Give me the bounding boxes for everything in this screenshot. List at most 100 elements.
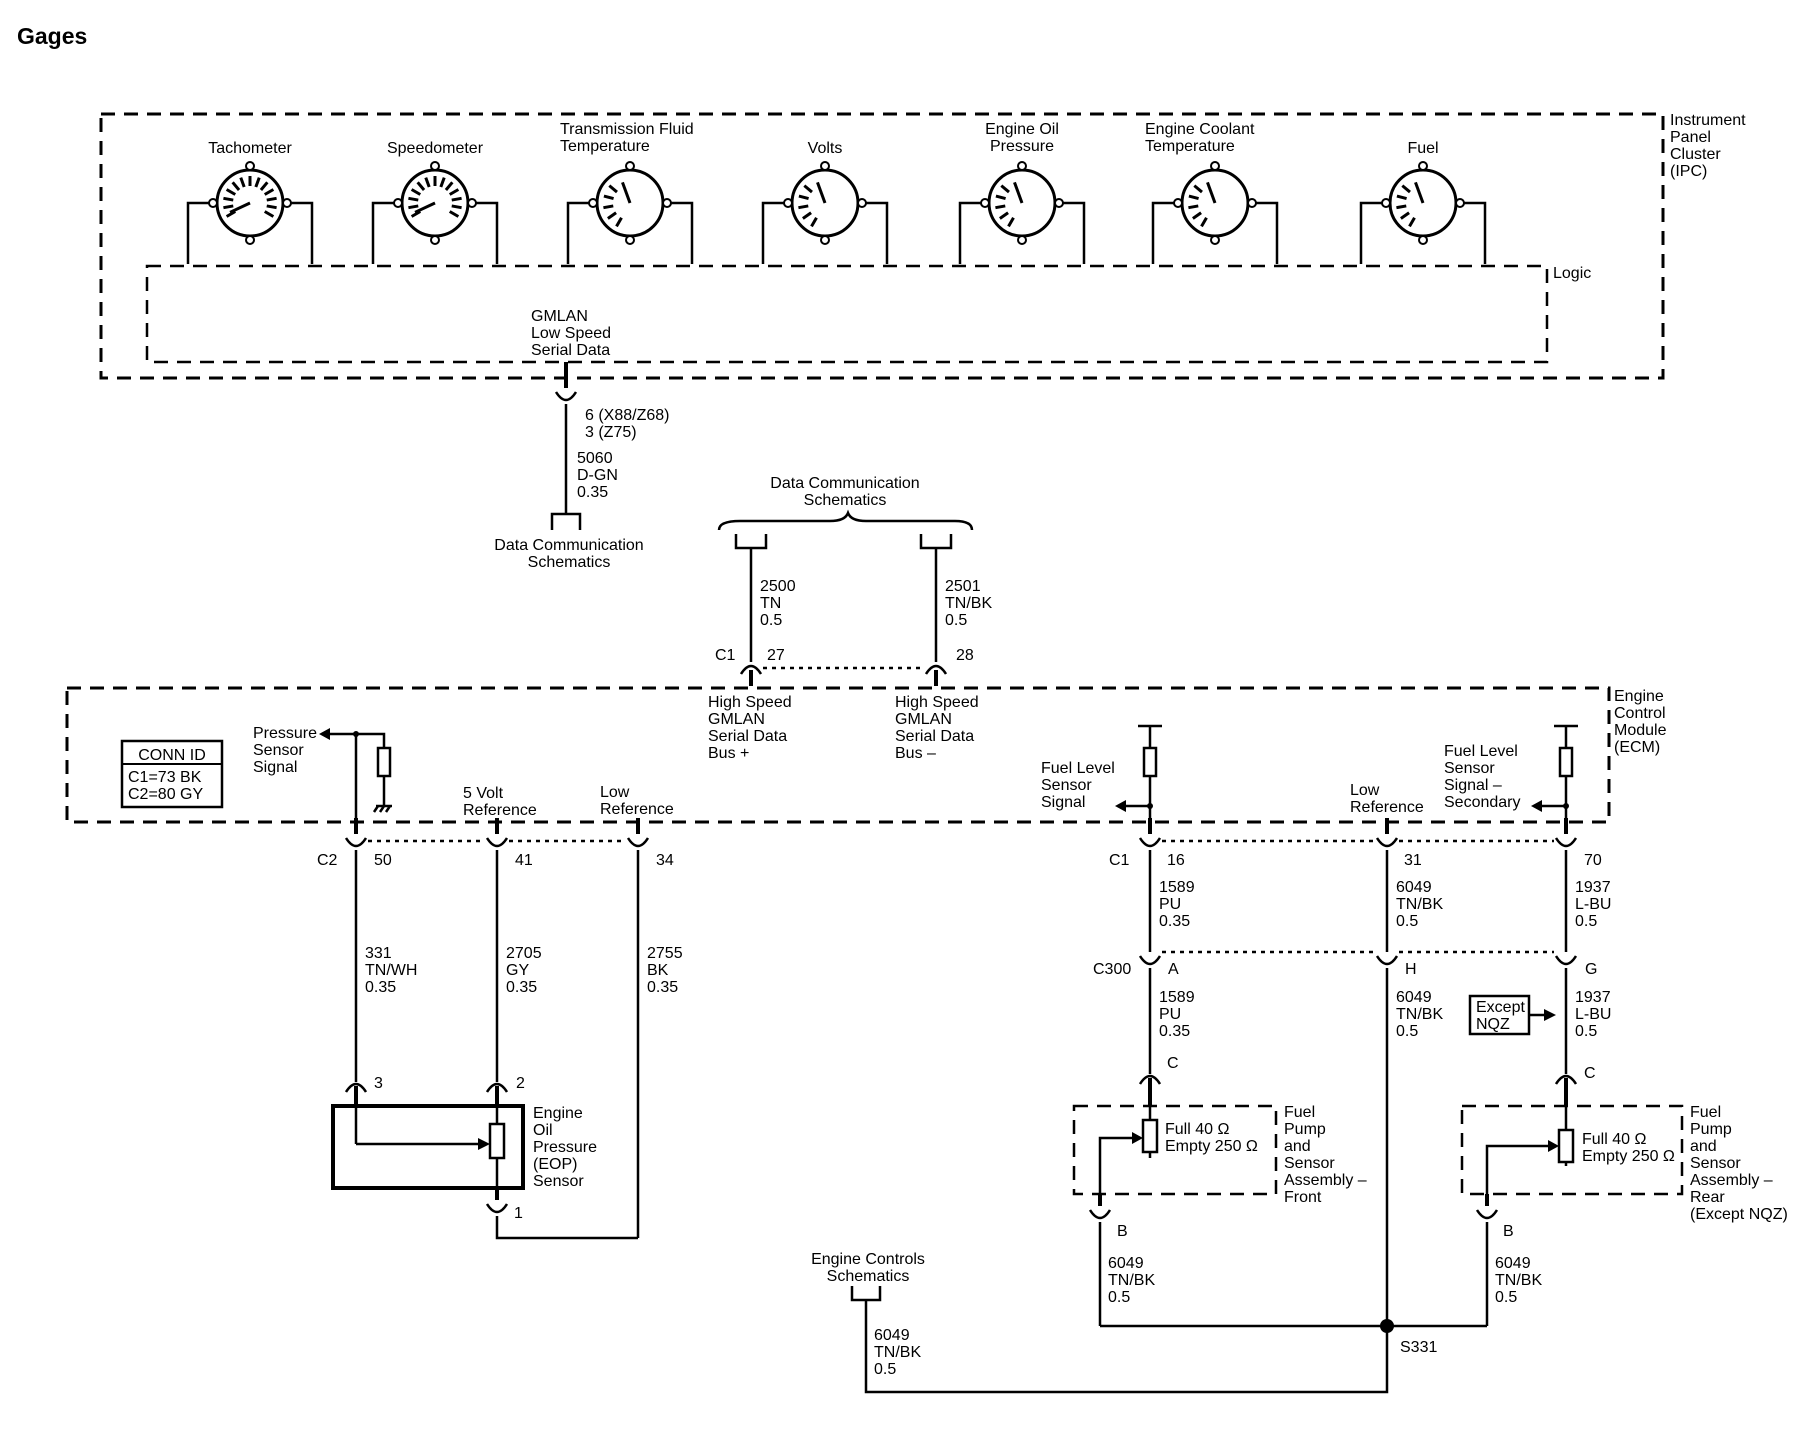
gauge-label: Tachometer [208, 140, 292, 157]
gauge-feed-right [472, 201, 499, 264]
gauge-needle-icon [1206, 181, 1217, 204]
rear-pin-c-label: C [1584, 1065, 1596, 1082]
connector-pin [344, 837, 368, 848]
gauge-needle-icon [414, 201, 436, 214]
connector-pin [485, 1082, 509, 1093]
engine-controls-wire [864, 1300, 1389, 1394]
gauge-1: Tachometer [186, 140, 314, 264]
eop-ground-return [495, 1216, 638, 1240]
connector-pin [1138, 837, 1162, 848]
pin-27-label: 27 [767, 647, 785, 664]
connector-pin [924, 664, 948, 675]
conn-id-title: CONN ID [138, 747, 206, 764]
connector-pin [485, 1203, 509, 1214]
engine-controls-stub [850, 1286, 882, 1302]
gauge-7: Fuel [1359, 140, 1487, 264]
connector-pin [1138, 1074, 1162, 1085]
connector-pin [1554, 955, 1578, 966]
pin-50-label: 50 [374, 852, 392, 869]
gauge-label: Fuel [1407, 140, 1438, 157]
connector-pin [1554, 1074, 1578, 1085]
connector-pin [485, 837, 509, 848]
connector-pin [554, 391, 578, 402]
gauge-4: Volts [761, 140, 889, 264]
gauge-needle-icon [229, 201, 251, 214]
ipc-boundary [99, 112, 1665, 380]
data-comm-stub-plus [734, 534, 768, 550]
gauge-needle-icon [1013, 181, 1024, 204]
pin-28-label: 28 [956, 647, 974, 664]
gmlan-low-pin-label: 6 (X88/Z68)3 (Z75) [585, 407, 669, 441]
ecm-boundary [65, 686, 1611, 824]
c300-connector-label: C300 [1093, 961, 1131, 978]
logic-label: Logic [1553, 265, 1591, 282]
page-title: Gages [17, 23, 87, 49]
c2-connector-label: C2 [317, 852, 338, 869]
gauge-feed-left [761, 201, 788, 264]
connector-pin [1088, 1209, 1112, 1220]
gauge-feed-left [371, 201, 398, 264]
c1-right-connector-label: C1 [1109, 852, 1130, 869]
connector-pin [1138, 955, 1162, 966]
gauge-feed-left [1151, 201, 1178, 264]
pin-31-label: 31 [1404, 852, 1422, 869]
connector-pin [739, 664, 763, 675]
pin-g-label: G [1585, 961, 1597, 978]
gauge-feed-left [1359, 201, 1386, 264]
gauge-needle-icon [1414, 181, 1425, 204]
gauge-feed-right [862, 201, 889, 264]
splice-label: S331 [1400, 1339, 1437, 1356]
rear-pin-b-label: B [1503, 1223, 1514, 1240]
front-pin-b-label: B [1117, 1223, 1128, 1240]
pin-h-label: H [1405, 961, 1417, 978]
gauge-label: Volts [808, 140, 843, 157]
rear-pump-boundary [1460, 1104, 1684, 1196]
gauge-feed-right [287, 201, 314, 264]
gauge-needle-icon [816, 181, 827, 204]
gauge-feed-right [1252, 201, 1279, 264]
gauge-feed-right [667, 201, 694, 264]
data-comm-brace [717, 509, 974, 531]
pin-a-label: A [1168, 961, 1179, 978]
pin-70-label: 70 [1584, 852, 1602, 869]
pin-34-label: 34 [656, 852, 674, 869]
connector-pin [1554, 837, 1578, 848]
